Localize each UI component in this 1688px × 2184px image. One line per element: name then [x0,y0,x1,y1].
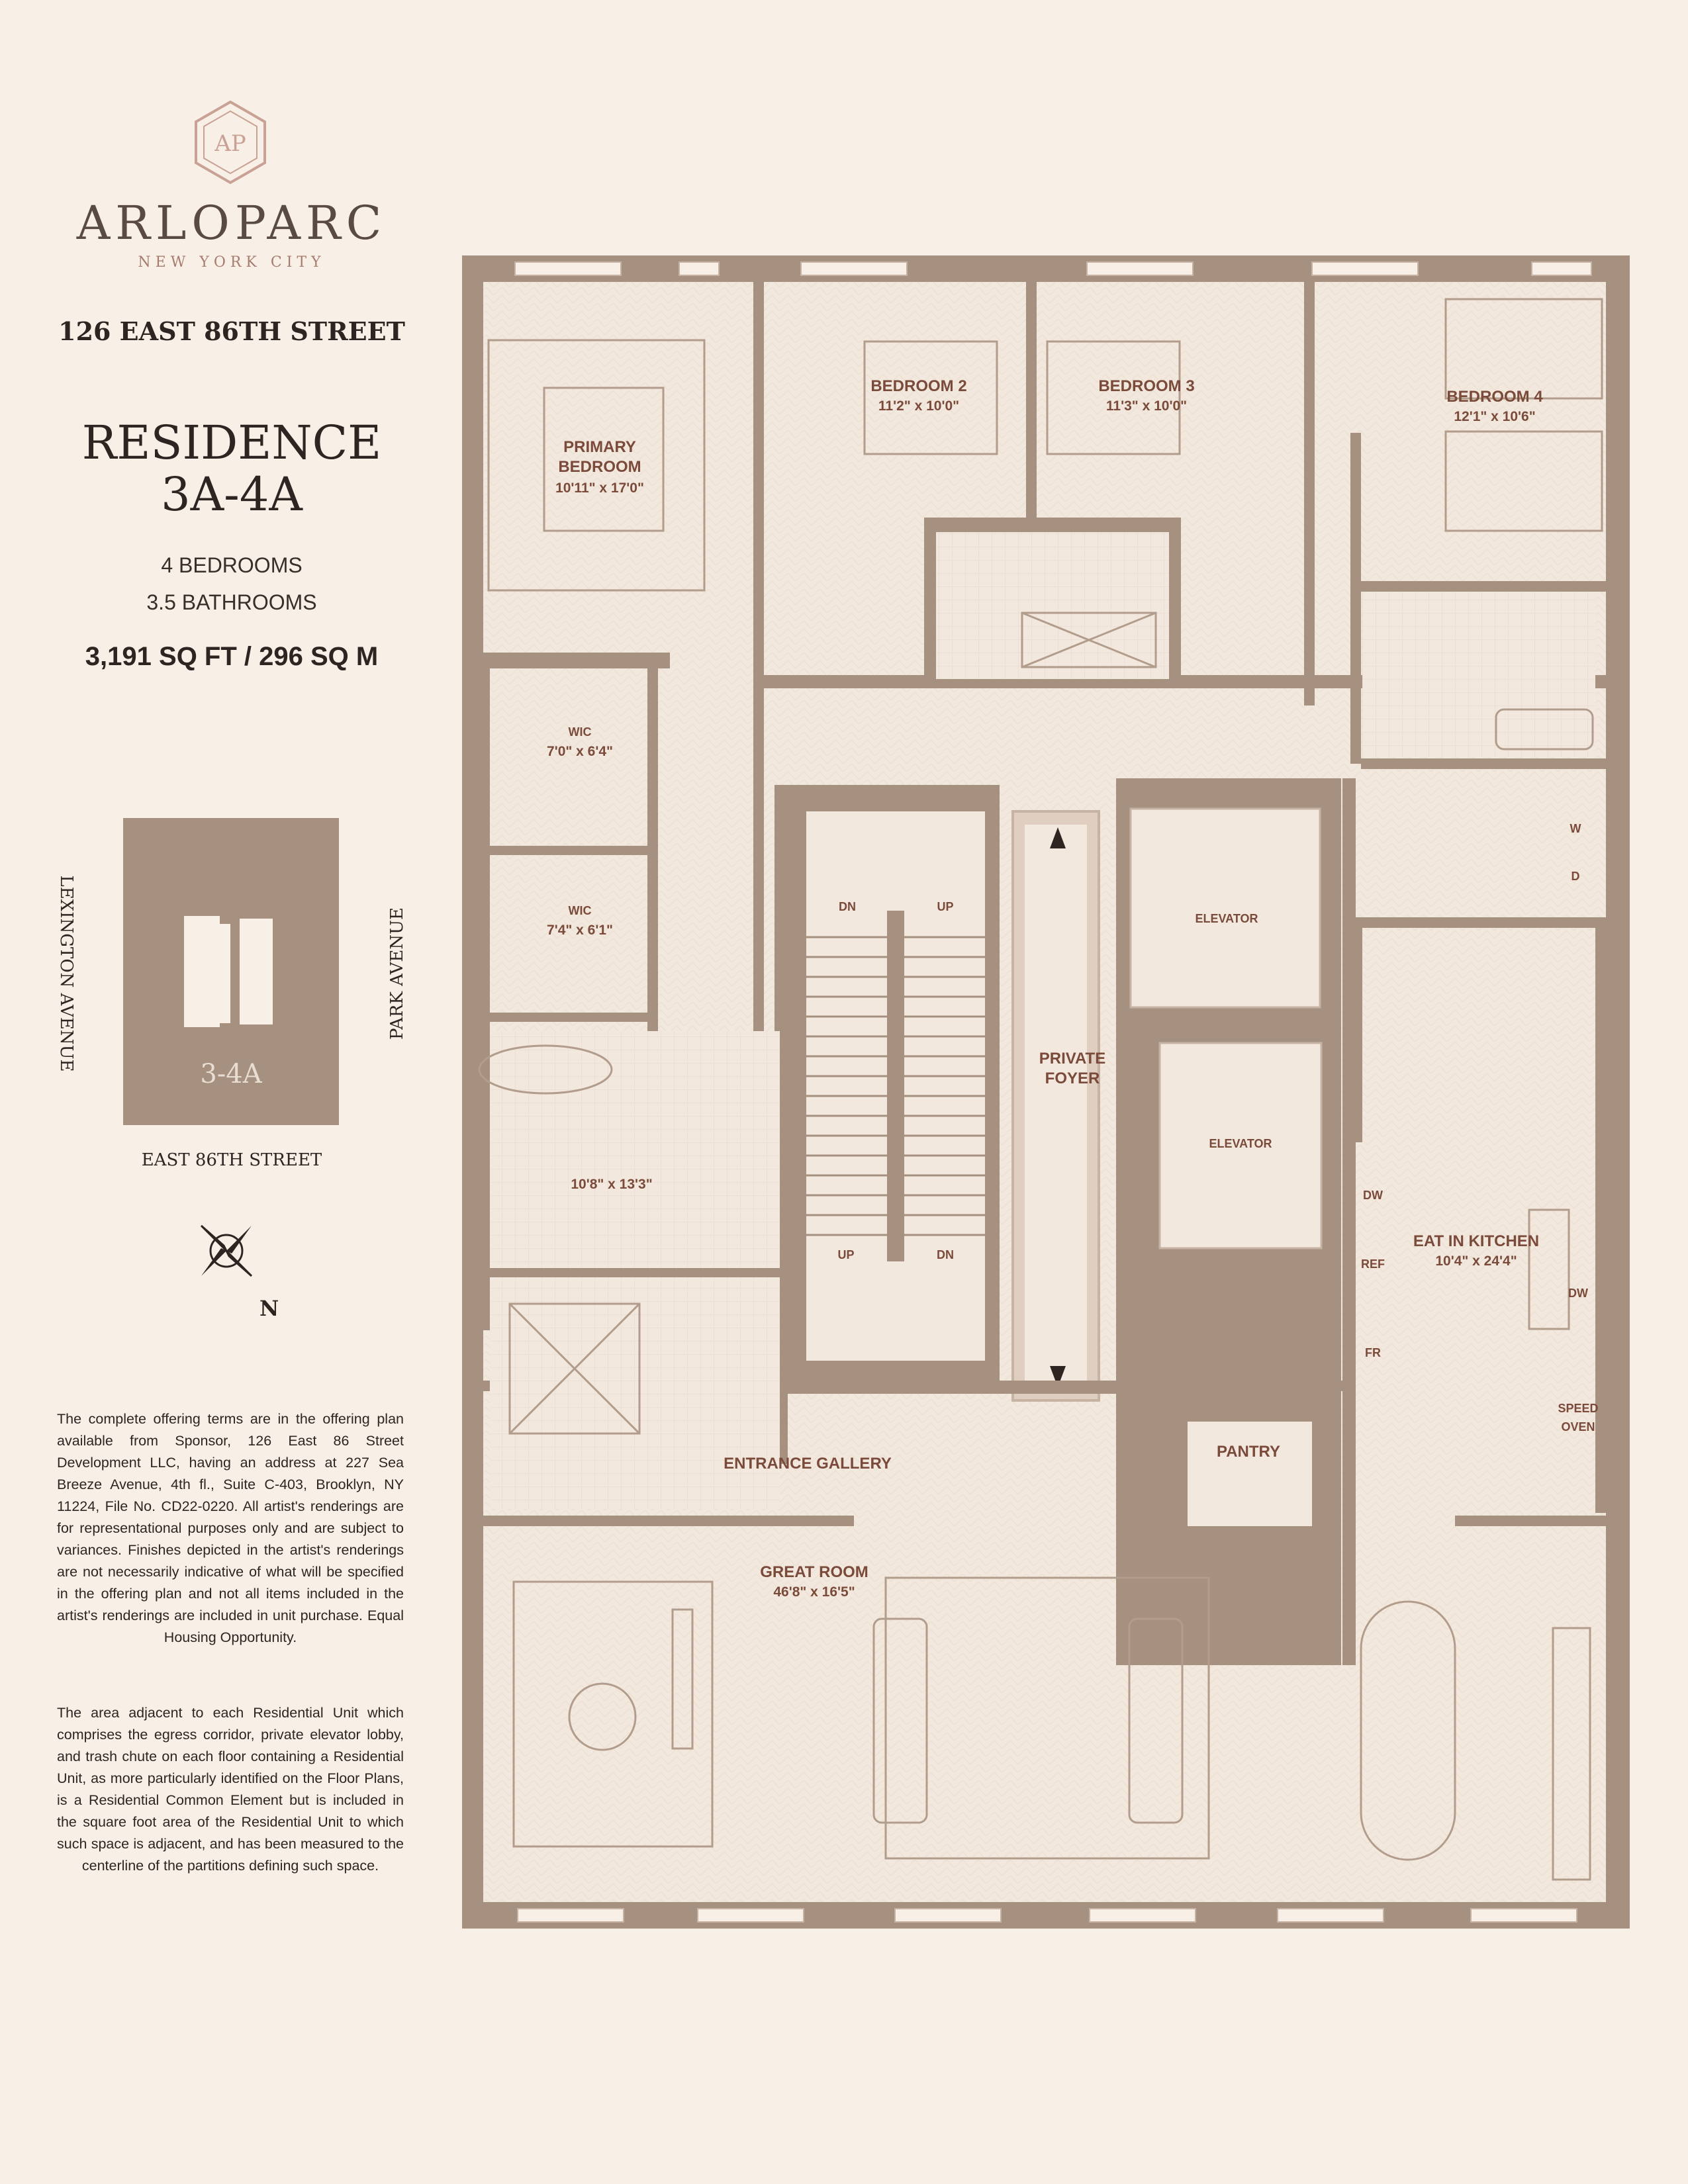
stair-dn-upper: DN [839,900,856,913]
room-pantry-name: PANTRY [1217,1443,1280,1461]
room-bed3-dim: 11'3" x 10'0" [1105,398,1188,414]
street-park: PARK AVENUE [387,907,407,1040]
room-primary-dim: 10'11" x 17'0" [555,480,644,496]
compass-icon: N [200,1224,278,1321]
room-bed2-name: BEDROOM 2 [870,377,967,395]
street-lexington: LEXINGTON AVENUE [56,875,76,1072]
appliance-dw2: DW [1568,1287,1588,1300]
street-east-86th: EAST 86TH STREET [141,1150,322,1170]
stair-up-upper: UP [937,900,954,913]
appliance-speed-oven-2: OVEN [1561,1420,1595,1433]
room-wic2-name: WIC [568,904,592,917]
brand-city: NEW YORK CITY [138,254,326,271]
room-bed2-dim: 11'2" x 10'0" [878,398,960,414]
brand-name: ARLOPARC [76,196,387,250]
residence-title-line1: RESIDENCE [81,416,382,470]
laundry-dryer: D [1571,870,1580,883]
room-primary-name1: PRIMARY [563,438,636,456]
stair-up-lower: UP [837,1248,855,1261]
room-primary-bath-dim: 10'8" x 13'3" [571,1177,653,1192]
appliance-fr: FR [1365,1346,1381,1359]
bedroom-count: 4 BEDROOMS [161,553,303,577]
room-elevator2: ELEVATOR [1209,1137,1272,1150]
key-plan-building-icon [184,916,273,1027]
room-bed3-name: BEDROOM 3 [1098,377,1195,395]
room-great-room-name: GREAT ROOM [760,1563,868,1581]
appliance-speed-oven-1: SPEED [1558,1402,1599,1415]
room-wic1-dim: 7'0" x 6'4" [547,744,613,759]
room-foyer-name1: PRIVATE [1039,1050,1106,1068]
disclaimer-offering: The complete offering terms are in the o… [57,1411,404,1645]
room-wic1-name: WIC [568,725,592,739]
room-primary-name2: BEDROOM [558,458,641,476]
windows-bottom [517,1908,1577,1923]
room-foyer-name2: FOYER [1045,1069,1100,1087]
appliance-dw1: DW [1363,1189,1383,1202]
room-bed4-name: BEDROOM 4 [1446,388,1543,406]
floor-plan: PRIMARY BEDROOM 10'11" x 17'0" BEDROOM 2… [462,255,1632,1929]
key-plan-unit-label: 3-4A [200,1059,262,1089]
room-kitchen-name: EAT IN KITCHEN [1413,1232,1540,1250]
room-elevator1: ELEVATOR [1195,912,1258,925]
laundry-washer: W [1570,822,1581,835]
disclaimer-common-element: The area adjacent to each Residential Un… [57,1705,404,1874]
down-arrow-icon [1050,1366,1066,1387]
room-bed4-dim: 12'1" x 10'6" [1454,409,1536,424]
north-label: N [259,1296,278,1321]
brand-logo-icon: AP [195,100,266,185]
stair-dn-lower: DN [937,1248,954,1261]
furniture [478,298,1603,1881]
residence-title: RESIDENCE 3A-4A [40,417,424,520]
room-kitchen-dim: 10'4" x 24'4" [1435,1253,1517,1269]
appliance-ref: REF [1361,1257,1385,1271]
room-great-room-dim: 46'8" x 16'5" [773,1584,855,1600]
windows-top [514,261,1592,276]
bathroom-count: 3.5 BATHROOMS [146,590,317,614]
room-wic2-dim: 7'4" x 6'1" [547,923,613,938]
residence-title-line2: 3A-4A [161,467,303,522]
building-address: 126 EAST 86TH STREET [58,316,405,346]
up-arrow-icon [1050,827,1066,848]
room-gallery-name: ENTRANCE GALLERY [724,1455,892,1473]
floor-plan-drawing [462,255,1632,1929]
key-plan [123,818,339,1125]
brand-monogram: AP [214,130,246,157]
residence-area: 3,191 SQ FT / 296 SQ M [85,642,379,671]
